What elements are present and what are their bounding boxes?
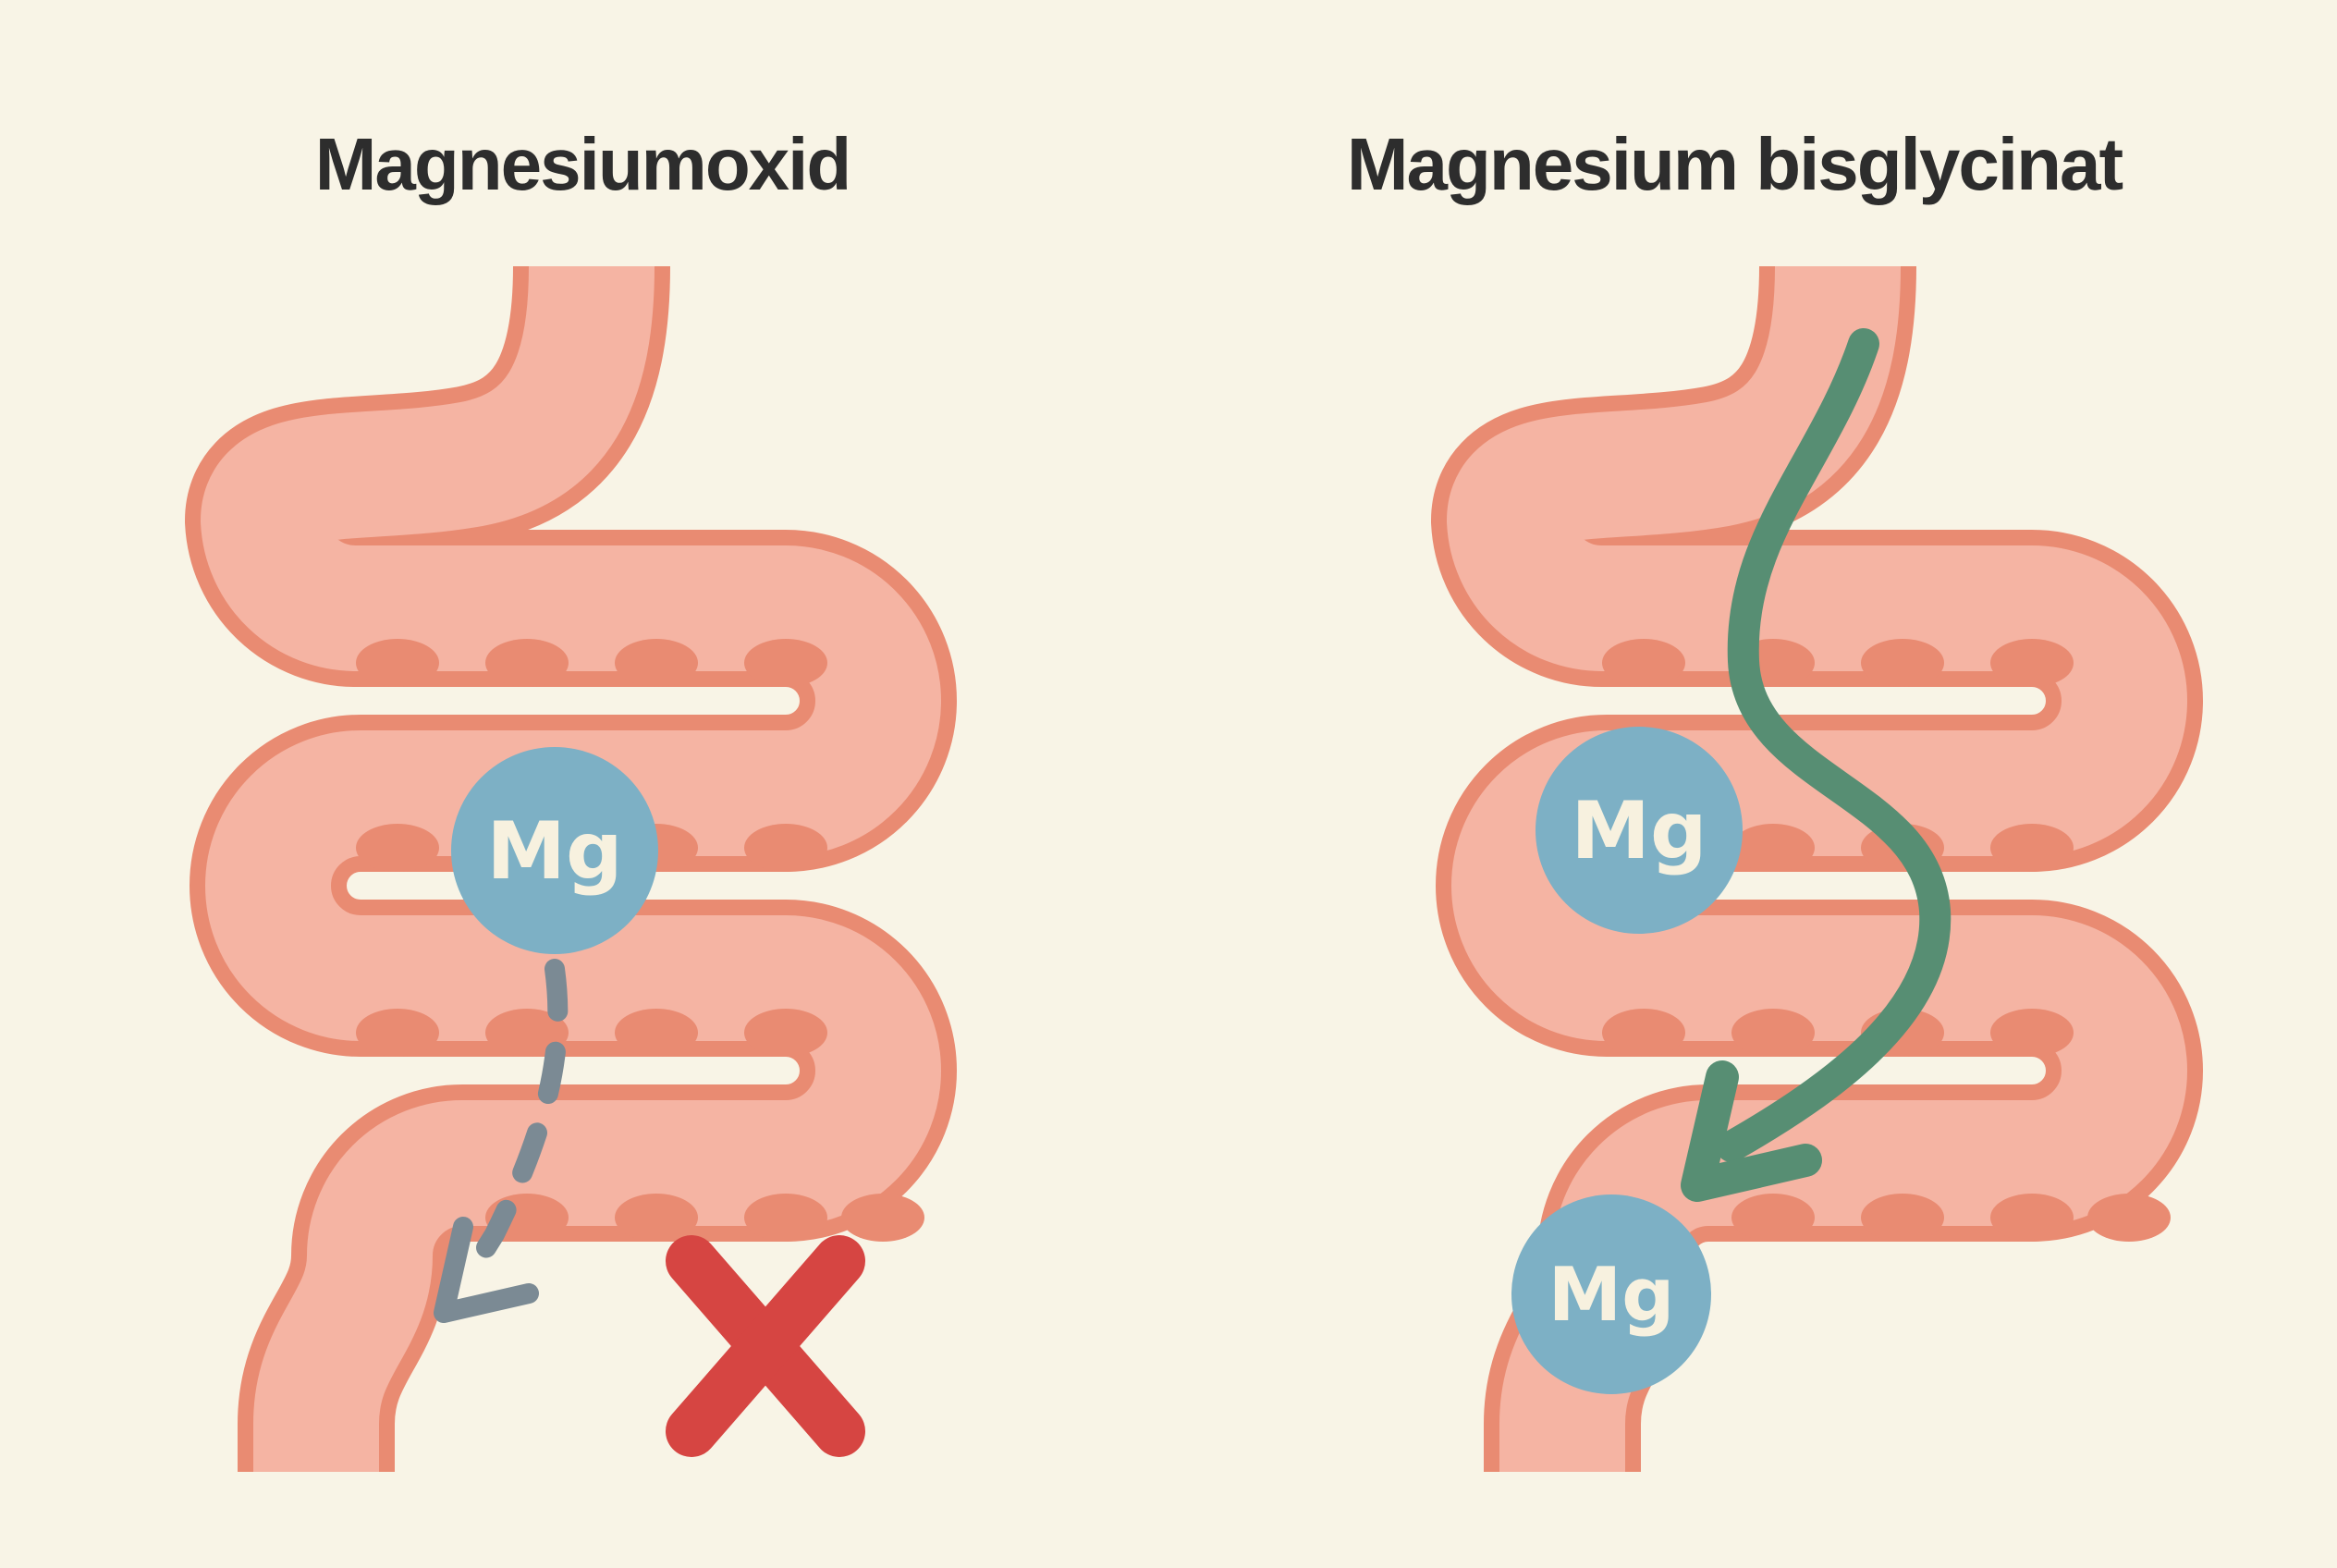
absorbed-mg-ion-label: Mg bbox=[1548, 1252, 1675, 1338]
green-arrowhead-icon bbox=[1681, 1060, 1822, 1202]
failure-cross-icon bbox=[666, 1235, 865, 1457]
absorption-curved-arrow bbox=[1681, 328, 1952, 1202]
mg-ion: Mg bbox=[451, 747, 658, 954]
poor-absorption-dashed-arrow bbox=[434, 959, 569, 1323]
mg-ion-label: Mg bbox=[486, 805, 622, 898]
intestine-illustration-magnesium-bisglycinat: Mg Mg bbox=[1430, 264, 2204, 1472]
left-panel-title: Magnesiumoxid bbox=[314, 123, 852, 205]
right-panel-title: Magnesium bisglycinat bbox=[1346, 123, 2123, 205]
intestine-illustration-magnesiumoxid: Mg bbox=[184, 264, 958, 1472]
dashed-arrowhead-icon bbox=[434, 1217, 539, 1323]
intestine-tube bbox=[184, 264, 958, 1472]
mg-ion-circle bbox=[451, 747, 658, 954]
mg-ion-label: Mg bbox=[1571, 785, 1707, 877]
absorbed-mg-ion-circle bbox=[1511, 1194, 1711, 1394]
mg-ion-circle bbox=[1536, 727, 1743, 934]
absorbed-mg-ion: Mg bbox=[1511, 1194, 1711, 1394]
villi-bumps bbox=[1602, 639, 2171, 1242]
mg-ion: Mg bbox=[1536, 727, 1743, 934]
